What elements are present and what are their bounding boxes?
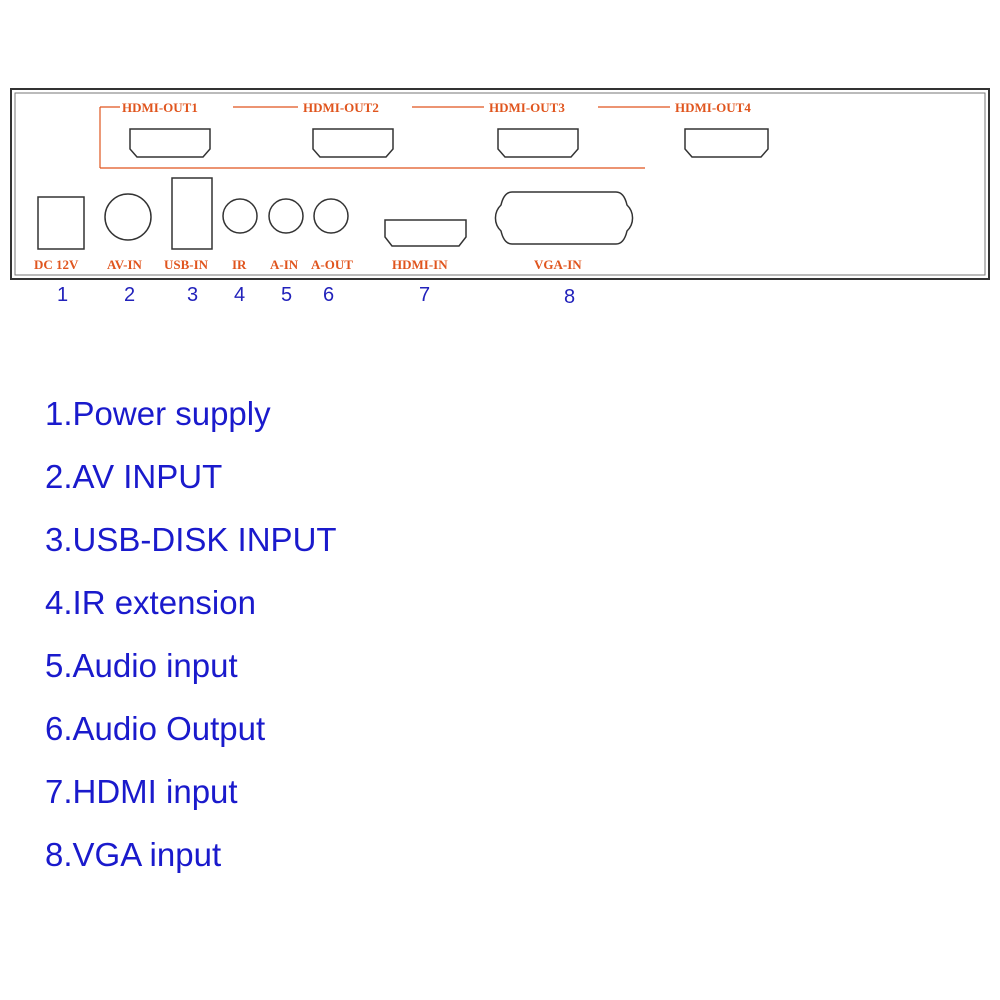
av-in-label: AV-IN — [107, 257, 143, 272]
a-in-port-icon — [268, 198, 304, 234]
vga-in-port-icon — [494, 191, 634, 245]
port-number-2: 2 — [124, 284, 135, 306]
ir-port-icon — [222, 198, 258, 234]
port-legend-list: 1.Power supply 2.AV INPUT 3.USB-DISK INP… — [45, 390, 337, 894]
hdmi-out4-port-icon — [684, 128, 769, 158]
usb-in-port-icon — [171, 177, 213, 250]
dc-power-port-icon — [37, 196, 85, 250]
legend-item-vga-input: 8.VGA input — [45, 836, 222, 873]
hdmi-out2-label: HDMI-OUT2 — [303, 100, 379, 115]
legend-item-power-supply: 1.Power supply — [45, 395, 271, 432]
port-number-6: 6 — [323, 284, 334, 306]
port-number-8: 8 — [564, 286, 575, 308]
port-number-1: 1 — [57, 284, 68, 306]
a-out-label: A-OUT — [311, 257, 353, 272]
legend-item-usb-disk-input: 3.USB-DISK INPUT — [45, 521, 337, 558]
panel-inner-outline — [14, 92, 986, 276]
port-number-4: 4 — [234, 284, 245, 306]
av-in-port-icon — [104, 193, 152, 241]
hdmi-out3-port-icon — [497, 128, 579, 158]
hdmi-out3-label: HDMI-OUT3 — [489, 100, 565, 115]
ir-label: IR — [232, 257, 247, 272]
a-out-port-icon — [313, 198, 349, 234]
hdmi-in-label: HDMI-IN — [392, 257, 448, 272]
legend-item-audio-input: 5.Audio input — [45, 647, 238, 684]
port-number-7: 7 — [419, 284, 430, 306]
legend-item-audio-output: 6.Audio Output — [45, 710, 266, 747]
legend-item-av-input: 2.AV INPUT — [45, 458, 223, 495]
port-number-3: 3 — [187, 284, 198, 306]
panel-outline — [10, 88, 990, 280]
usb-in-label: USB-IN — [164, 257, 209, 272]
rear-panel-diagram: HDMI-OUT1 HDMI-OUT2 HDMI-OUT3 HDMI-OUT4 … — [10, 88, 990, 308]
port-number-5: 5 — [281, 284, 292, 306]
hdmi-out2-port-icon — [312, 128, 394, 158]
a-in-label: A-IN — [270, 257, 299, 272]
legend-item-hdmi-input: 7.HDMI input — [45, 773, 238, 810]
hdmi-out1-label: HDMI-OUT1 — [122, 100, 198, 115]
hdmi-out-link-lines — [99, 106, 670, 169]
hdmi-out1-port-icon — [129, 128, 211, 158]
vga-in-label: VGA-IN — [534, 257, 582, 272]
hdmi-in-port-icon — [384, 219, 467, 247]
legend-item-ir-extension: 4.IR extension — [45, 584, 256, 621]
dc-label: DC 12V — [34, 257, 79, 272]
hdmi-out4-label: HDMI-OUT4 — [675, 100, 751, 115]
